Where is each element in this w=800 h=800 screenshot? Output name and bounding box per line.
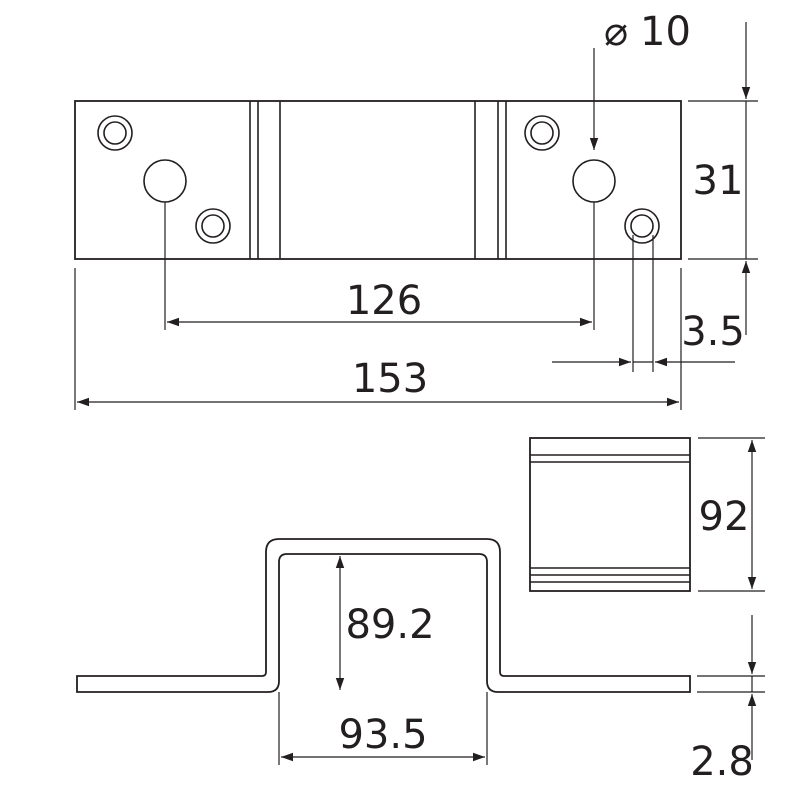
bent-profile-outline xyxy=(76,538,691,693)
dim-overall-length: 153 xyxy=(74,268,682,410)
side-plate-outline xyxy=(529,437,691,592)
dim-label-plate-width: 31 xyxy=(693,158,744,204)
dim-side-height: 92 xyxy=(698,437,765,592)
dim-label-side-height: 92 xyxy=(699,494,750,540)
top-plate-outline xyxy=(74,100,682,260)
dim-label-bend-inner-width: 93.5 xyxy=(338,712,427,758)
dim-thickness: 2.8 xyxy=(690,615,765,785)
diameter-symbol: ⌀ xyxy=(604,9,628,55)
top-view xyxy=(74,100,682,260)
small-hole xyxy=(195,208,231,244)
dim-label-hole-diameter: 10 xyxy=(640,9,691,55)
front-view xyxy=(76,538,691,693)
dim-hole-diameter: ⌀ 10 xyxy=(589,9,691,150)
small-hole xyxy=(97,115,133,151)
dim-label-small-hole: 3.5 xyxy=(681,309,745,355)
small-hole xyxy=(624,208,660,244)
dim-plate-width: 31 xyxy=(688,22,758,335)
dim-label-thickness: 2.8 xyxy=(690,739,754,785)
dim-bend-inner-width: 93.5 xyxy=(278,692,488,765)
side-view xyxy=(529,437,691,592)
dim-bend-height: 89.2 xyxy=(335,556,435,690)
dim-hole-pitch: 126 xyxy=(164,202,595,330)
dim-label-overall-length: 153 xyxy=(352,356,428,402)
dim-small-hole: 3.5 xyxy=(552,235,745,372)
dim-label-hole-pitch: 126 xyxy=(346,278,422,324)
small-hole xyxy=(524,115,560,151)
dim-label-bend-height: 89.2 xyxy=(345,602,434,648)
